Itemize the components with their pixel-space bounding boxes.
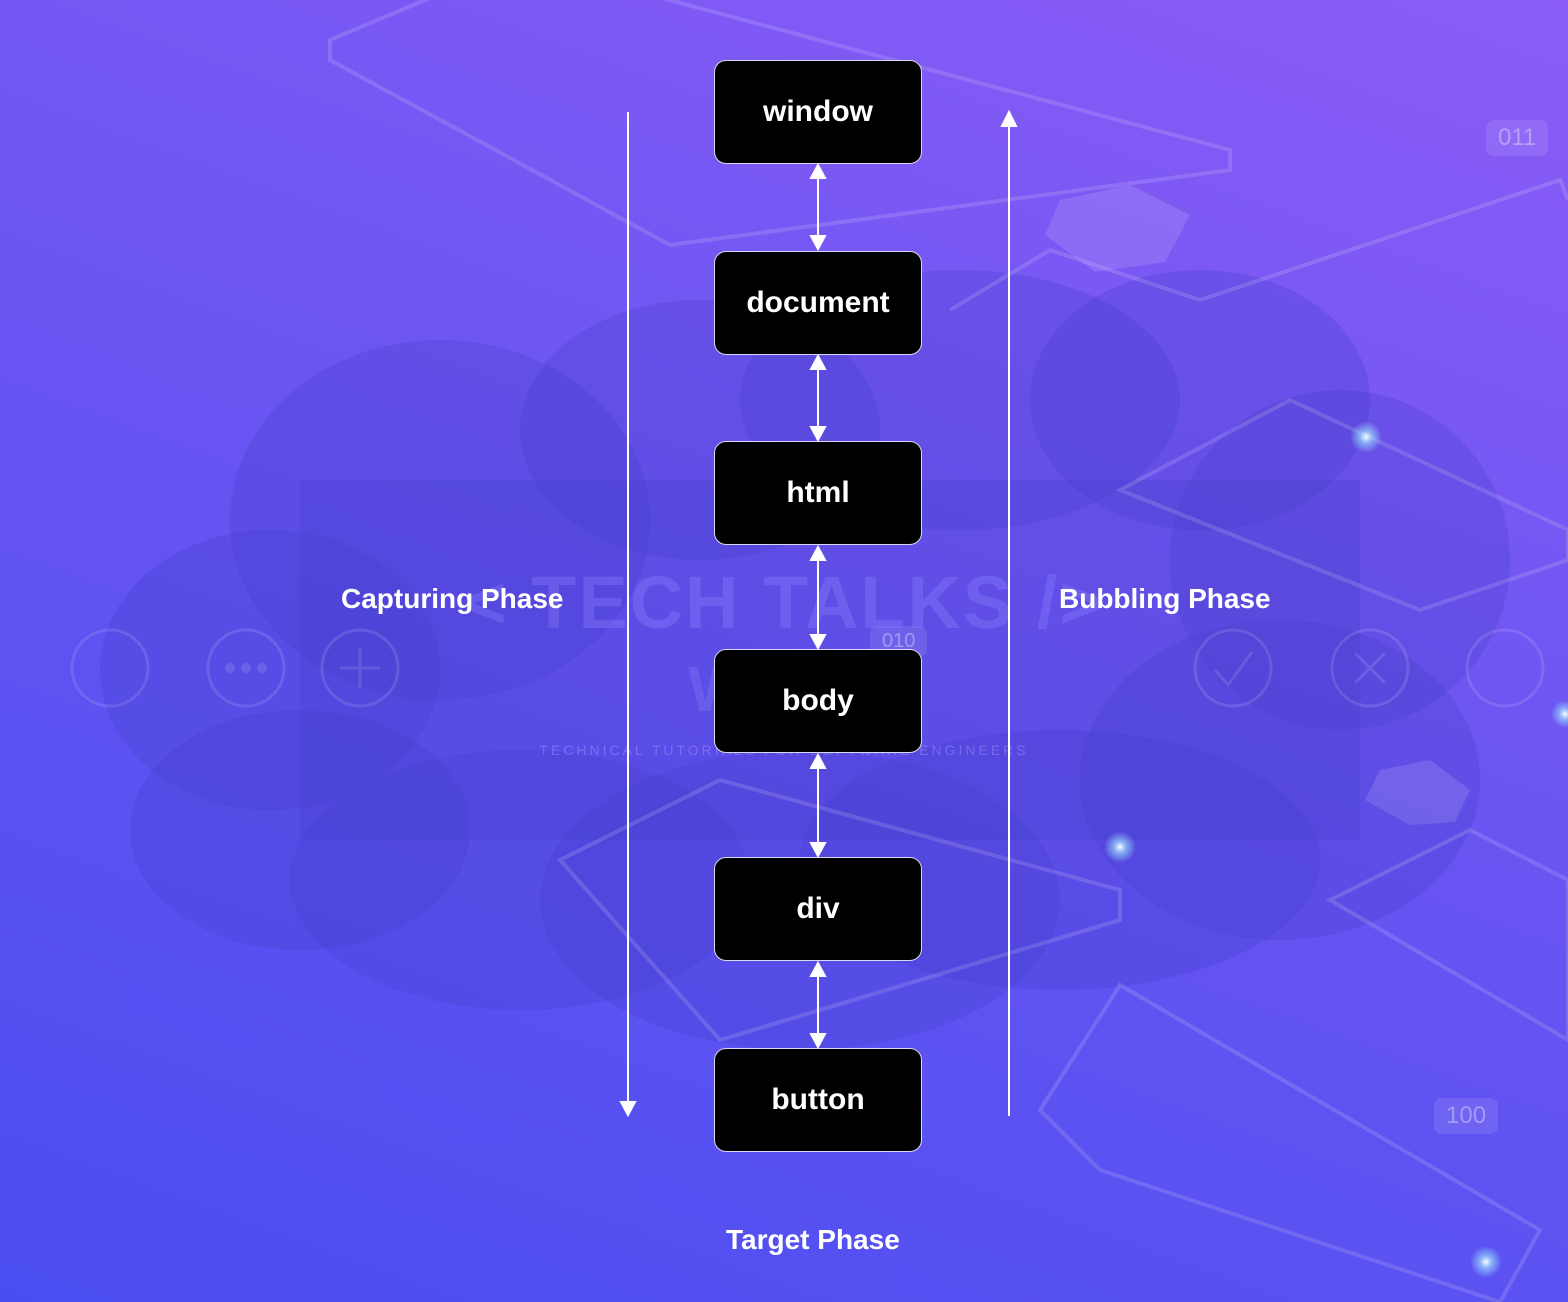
capturing-phase-label: Capturing Phase — [341, 583, 564, 614]
node-body: body — [714, 649, 922, 753]
cloud-shape — [100, 270, 1510, 1050]
bubbling-phase-label: Bubbling Phase — [1059, 583, 1271, 614]
watermark-title: < TECH TALKS /> — [463, 561, 1105, 644]
node-div: div — [714, 857, 922, 961]
node-window: window — [714, 60, 922, 164]
node-button: button — [714, 1048, 922, 1152]
badge-100: 100 — [1434, 1098, 1499, 1134]
badge-011: 011 — [1486, 120, 1549, 156]
node-document: document — [714, 251, 922, 355]
target-phase-label: Target Phase — [726, 1224, 900, 1255]
node-html: html — [714, 441, 922, 545]
bubbling-arrowhead — [1000, 109, 1018, 127]
capturing-arrowhead — [619, 1101, 637, 1118]
